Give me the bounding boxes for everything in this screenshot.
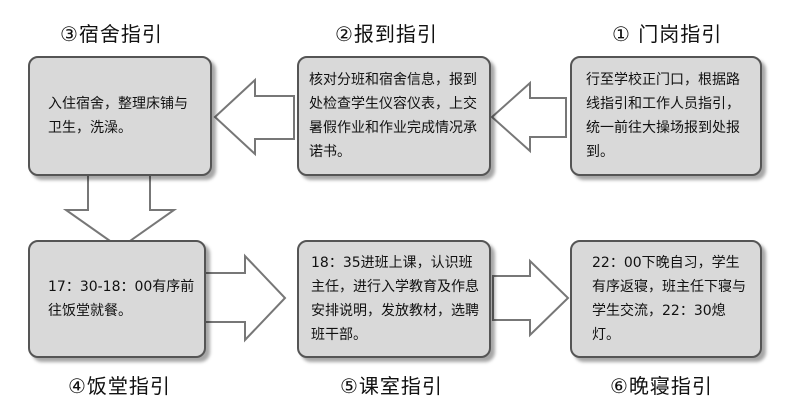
step-box-classroom: 18：35进班上课，认识班主任，进行入学教育及作息安排说明，发放教材，选聘班干部… [297, 240, 491, 358]
arrow-gate-to-registration [490, 80, 567, 154]
step-text-canteen: 17：30-18：00有序前往饭堂就餐。 [48, 279, 195, 319]
step-text-gate: 行至学校正门口，根据路线指引和工作人员指引，统一前往大操场报到处报到。 [586, 72, 740, 160]
step-text-dorm: 入住宿舍，整理床铺与卫生，洗澡。 [48, 96, 188, 136]
step-title-classroom: ⑤课室指引 [340, 374, 443, 398]
step-box-dorm: 入住宿舍，整理床铺与卫生，洗澡。 [28, 56, 212, 176]
step-title-registration: ②报到指引 [335, 22, 438, 46]
step-text-classroom: 18：35进班上课，认识班主任，进行入学教育及作息安排说明，发放教材，选聘班干部… [311, 255, 479, 343]
step-box-gate: 行至学校正门口，根据路线指引和工作人员指引，统一前往大操场报到处报到。 [570, 56, 762, 176]
arrow-classroom-to-evening [492, 258, 570, 338]
step-title-dorm: ③宿舍指引 [60, 22, 163, 46]
step-box-canteen: 17：30-18：00有序前往饭堂就餐。 [28, 240, 206, 358]
step-box-evening: 22：00下晚自习，学生有序返寝，班主任下寝与学生交流，22：30熄灯。 [570, 240, 762, 358]
step-title-evening: ⑥晚寝指引 [610, 374, 713, 398]
arrow-registration-to-dorm [213, 77, 295, 157]
step-box-registration: 核对分班和宿舍信息，报到处检查学生仪容仪表，上交暑假作业和作业完成情况承诺书。 [297, 56, 491, 176]
arrow-canteen-to-classroom [201, 253, 287, 343]
step-title-gate: ① 门岗指引 [612, 22, 723, 46]
step-title-canteen: ④饭堂指引 [68, 374, 171, 398]
step-text-registration: 核对分班和宿舍信息，报到处检查学生仪容仪表，上交暑假作业和作业完成情况承诺书。 [309, 72, 477, 160]
arrow-dorm-to-canteen [62, 171, 178, 250]
step-text-evening: 22：00下晚自习，学生有序返寝，班主任下寝与学生交流，22：30熄灯。 [592, 255, 746, 343]
